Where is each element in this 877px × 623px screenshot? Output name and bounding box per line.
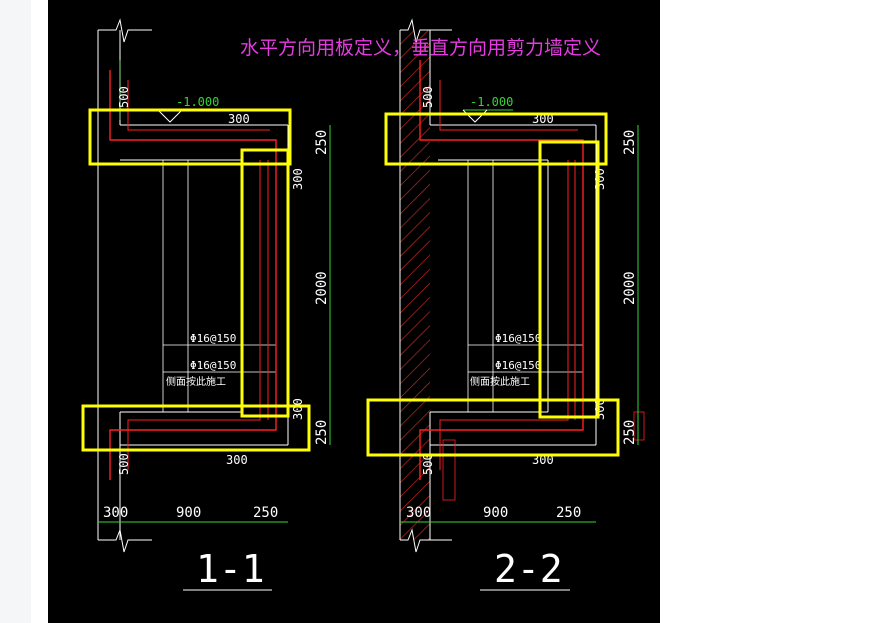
- highlight-right-wall: [240, 148, 290, 418]
- elevation-triangle: [157, 109, 183, 123]
- dim-top-left: 500: [117, 86, 131, 108]
- construction-note: 侧面按此施工: [470, 375, 530, 388]
- rebar-detail: [633, 411, 645, 441]
- dim-bottom-left: 500: [117, 453, 131, 475]
- dim-right-top: 250: [622, 130, 638, 155]
- dim-bottom-a: 300: [103, 505, 128, 521]
- elevation-label: -1.000: [176, 95, 219, 109]
- highlight-right-wall: [538, 140, 600, 419]
- dim-bottom-slab: 300: [226, 453, 248, 467]
- section-2-2: -1.000 500 300 250 300 2000 300 250 300 …: [366, 18, 645, 591]
- dim-top-left: 500: [421, 86, 435, 108]
- right-blank-area: [660, 0, 877, 623]
- section-1-1: -1.000 500 300 250 300 2000 300 250 300 …: [81, 18, 331, 591]
- highlight-top-slab: [384, 112, 608, 166]
- dim-bottom-b: 900: [176, 505, 201, 521]
- rebar-line: [439, 80, 578, 131]
- dim-right-upper: 300: [291, 168, 305, 190]
- dim-right-height: 2000: [622, 271, 638, 305]
- dim-right-lower: 300: [291, 398, 305, 420]
- dim-right-bottom: 250: [314, 420, 330, 445]
- left-margin: [0, 0, 31, 623]
- rebar-label-1: Φ16@150: [495, 332, 541, 345]
- dim-bottom-left: 500: [421, 453, 435, 475]
- rebar-label-2: Φ16@150: [190, 359, 236, 372]
- section-title: 1-1: [196, 547, 265, 591]
- dim-bottom-a: 300: [406, 505, 431, 521]
- dim-right-height: 2000: [314, 271, 330, 305]
- construction-note: 侧面按此施工: [166, 375, 226, 388]
- rebar-line: [127, 80, 270, 131]
- left-strip: [31, 0, 48, 623]
- elevation-triangle: [462, 109, 488, 123]
- cad-drawing: -1.000 500 300 250 300 2000 300 250 300 …: [81, 18, 645, 591]
- highlight-bottom-slab: [81, 404, 311, 452]
- break-line-bottom: [400, 528, 452, 553]
- break-line-top: [98, 18, 152, 43]
- rebar-line: [419, 60, 584, 480]
- rebar-label-1: Φ16@150: [190, 332, 236, 345]
- rebar-line: [127, 160, 261, 470]
- elevation-label: -1.000: [470, 95, 513, 109]
- dim-bottom-c: 250: [253, 505, 278, 521]
- annotation-note: 水平方向用板定义，垂直方向用剪力墙定义: [240, 37, 601, 59]
- highlight-top-slab: [88, 108, 292, 166]
- rebar-line: [439, 160, 569, 470]
- rebar-label-2: Φ16@150: [495, 359, 541, 372]
- dim-right-top: 250: [314, 130, 330, 155]
- rebar-detail: [442, 439, 456, 501]
- rebar-line: [109, 70, 277, 480]
- cad-drawing-canvas[interactable]: -1.000 500 300 250 300 2000 300 250 300 …: [48, 0, 660, 623]
- dim-bottom-b: 900: [483, 505, 508, 521]
- break-line-bottom: [98, 528, 152, 553]
- dim-bottom-c: 250: [556, 505, 581, 521]
- highlight-bottom-slab: [366, 398, 620, 457]
- dim-right-bottom: 250: [622, 420, 638, 445]
- dim-top-slab: 300: [228, 112, 250, 126]
- section-title: 2-2: [494, 547, 563, 591]
- break-line-top: [400, 18, 452, 43]
- dim-right-upper: 300: [593, 168, 607, 190]
